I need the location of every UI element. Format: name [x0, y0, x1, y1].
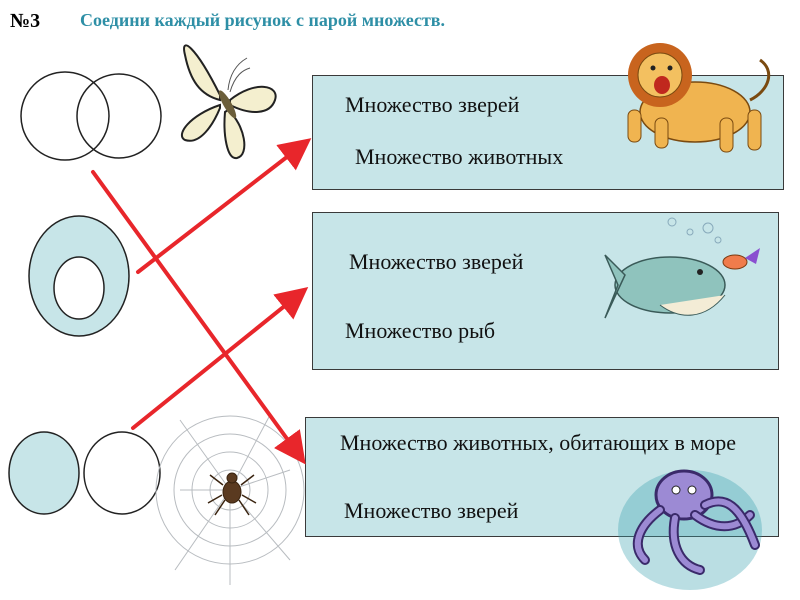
venn-nested-ovals[interactable] [28, 215, 130, 337]
connection-arrows [91, 138, 312, 465]
arrow-disjoint-to-box2 [131, 286, 309, 430]
task-title: Соедини каждый рисунок с парой множеств. [80, 10, 446, 30]
set-label: Множество зверей [349, 249, 524, 274]
set-label: Множество животных, обитающих в море [340, 430, 737, 455]
spider-web-picture [155, 414, 305, 585]
arrow-nested-to-box1 [136, 138, 312, 274]
set-label: Множество рыб [345, 318, 496, 343]
fish-picture [604, 217, 760, 319]
venn-overlapping-circles[interactable] [20, 71, 162, 161]
arrow-circles-to-box3 [91, 170, 306, 465]
set-label: Множество животных [355, 144, 564, 169]
lion-picture [627, 43, 771, 153]
butterfly-picture [180, 44, 277, 159]
venn-disjoint-ovals[interactable] [8, 431, 161, 515]
set-label: Множество зверей [345, 92, 520, 117]
set-label: Множество зверей [344, 498, 519, 523]
octopus-picture [618, 469, 762, 590]
task-number: №3 [10, 10, 41, 32]
